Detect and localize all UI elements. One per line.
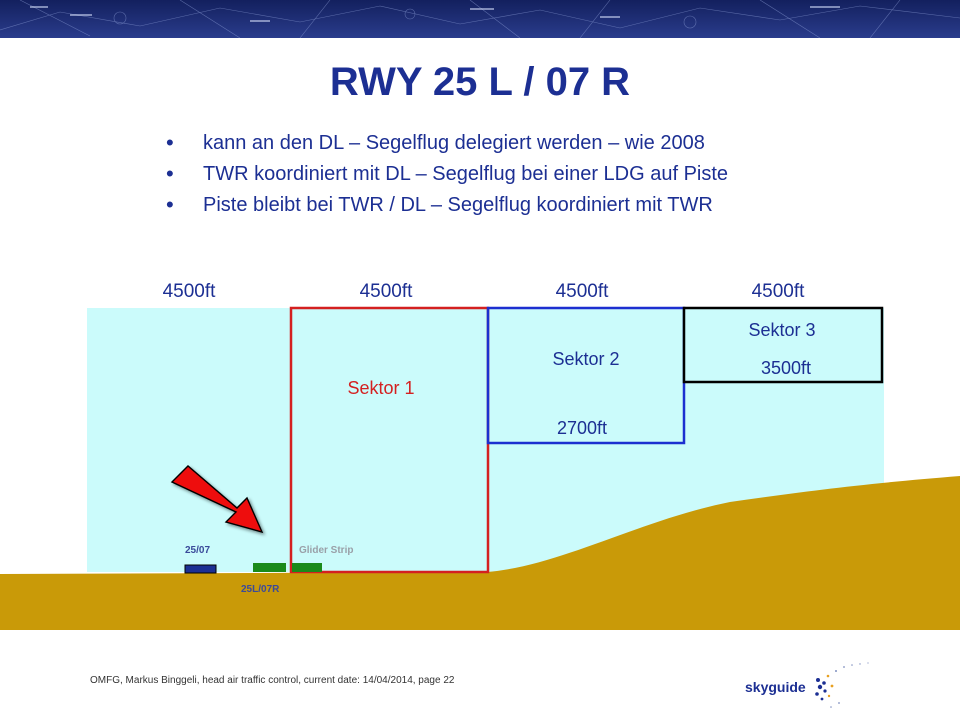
footer-text: OMFG, Markus Binggeli, head air traffic … xyxy=(90,675,455,686)
sektor-3-label: Sektor 3 xyxy=(748,320,815,340)
runway-main xyxy=(184,564,217,574)
sektor-2-floor: 2700ft xyxy=(557,418,607,438)
logo-text: skyguide xyxy=(745,679,806,695)
bullet-item: TWR koordiniert mit DL – Segelflug bei e… xyxy=(160,158,728,190)
terrain xyxy=(0,476,960,630)
glider-strip-label: Glider Strip xyxy=(299,545,353,556)
sektor-1-label: Sektor 1 xyxy=(347,378,414,398)
bullet-item: Piste bleibt bei TWR / DL – Segelflug ko… xyxy=(160,189,728,221)
altitude-label: 4500ft xyxy=(556,281,610,302)
skyguide-logo: skyguide xyxy=(745,662,869,708)
sektor-3-box xyxy=(682,306,884,384)
runway-25l-label: 25L/07R xyxy=(241,584,280,595)
bullet-item: kann an den DL – Segelflug delegiert wer… xyxy=(160,127,728,159)
header-map-banner xyxy=(0,0,960,38)
airspace-diagram: 4500ft 4500ft 4500ft 4500ft Sektor 1 Sek… xyxy=(0,281,960,630)
runway-main-label: 25/07 xyxy=(185,545,210,556)
runway-25l xyxy=(253,563,286,572)
pointer-arrow-icon xyxy=(170,465,264,534)
altitude-label: 4500ft xyxy=(752,281,806,302)
sektor-2-label: Sektor 2 xyxy=(552,349,619,369)
sektor-3-floor: 3500ft xyxy=(761,358,811,378)
altitude-label: 4500ft xyxy=(163,281,217,302)
bullet-list: kann an den DL – Segelflug delegiert wer… xyxy=(160,127,728,221)
slide-title: RWY 25 L / 07 R xyxy=(329,60,631,104)
altitude-label: 4500ft xyxy=(360,281,414,302)
glider-strip xyxy=(292,563,322,572)
